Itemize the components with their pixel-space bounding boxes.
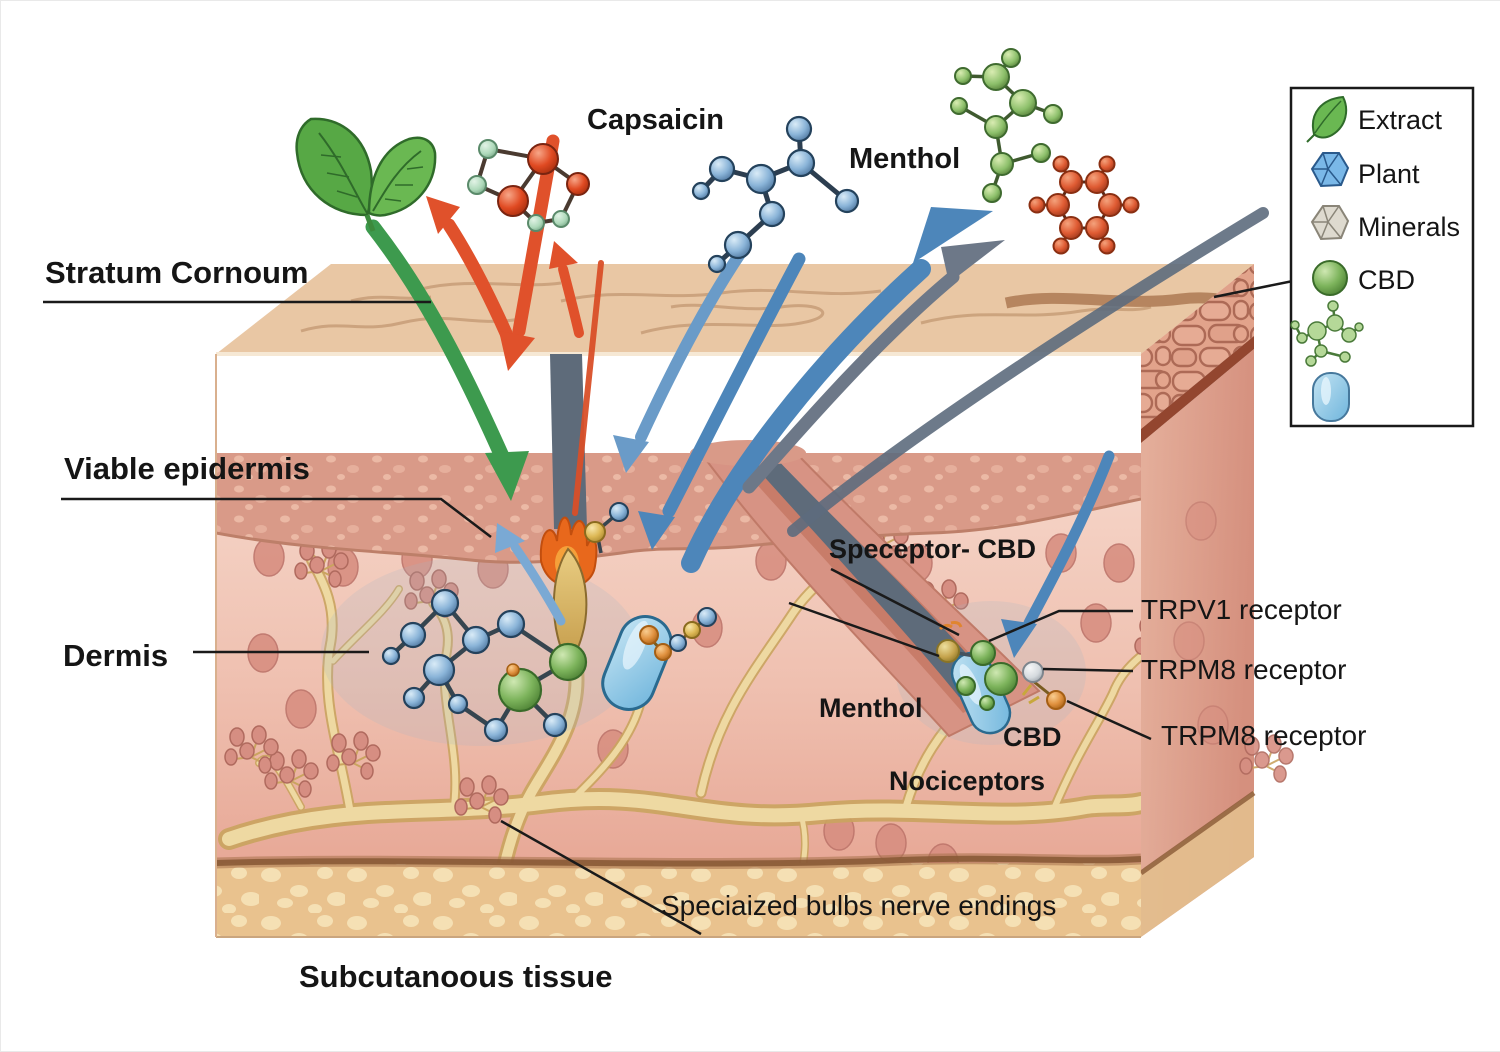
skin-block (215, 264, 1294, 938)
plant-crystal-icon (1310, 152, 1350, 188)
arrow-menthol-out (681, 207, 993, 573)
leader-trpv1 (988, 609, 1133, 643)
agonist-chain (639, 607, 717, 661)
cbd-molecule-icon (1290, 300, 1364, 367)
leader-speceptor-1 (830, 567, 960, 637)
green-molecule-top (950, 48, 1063, 203)
trpm8-sphere (1022, 661, 1044, 683)
arrow-dark-band (787, 207, 1269, 537)
legend-label-minerals: Minerals (1358, 212, 1460, 242)
label-nerve-endings: Speciaized bulbs nerve endings (661, 890, 1056, 921)
capsaicin-molecule (467, 139, 590, 232)
arrow-blue-dermis (495, 523, 566, 626)
olive-sphere (936, 639, 960, 663)
label-dermis: Dermis (63, 638, 168, 673)
leaf-icon (1306, 95, 1348, 143)
label-speceptor-cbd: Speceptor- CBD (829, 534, 1036, 564)
small-molecule-pair (584, 502, 629, 554)
label-trpv1-receptor: TRPV1 receptor (1141, 594, 1342, 625)
arrow-menthol-in-1 (613, 239, 752, 473)
receptor-cluster-right (936, 621, 1066, 735)
cbd-sphere-icon (1312, 260, 1348, 296)
legend-label-cbd: CBD (1358, 265, 1415, 295)
label-capsaicin: Capsaicin (587, 104, 724, 136)
skin-right-face (1139, 264, 1294, 937)
yellow-sticks (1021, 684, 1040, 705)
label-cbd-dermis: CBD (1003, 722, 1062, 752)
label-viable-epidermis: Viable epidermis (64, 451, 310, 486)
label-trpm8-receptor-upper: TRPM8 receptor (1141, 654, 1346, 685)
label-menthol-top: Menthol (849, 143, 960, 175)
orange-dashes (938, 621, 963, 631)
capsaicin-streak (572, 260, 604, 516)
mineral-crystal-icon (1310, 205, 1350, 241)
arrow-extract-in (365, 219, 529, 501)
leader-lines (43, 300, 1152, 936)
cbd-spheres-right (956, 640, 1018, 711)
receptor-capsule-icon (1312, 372, 1350, 422)
leader-nerve-endings (500, 819, 702, 936)
cbd-molecule-left-cluster (381, 502, 717, 743)
leader-speceptor-2 (788, 601, 940, 658)
label-stratum-corneum: Stratum Cornoum (45, 255, 309, 290)
label-subcutaneous: Subcutanoous tissue (299, 959, 612, 994)
leader-trpm8-upper (1042, 667, 1134, 673)
subcutaneous-layer (216, 853, 1141, 937)
leader-trpm8-lower (1066, 699, 1152, 741)
legend-label-plant: Plant (1358, 159, 1420, 189)
viable-epidermis-layer (216, 453, 1141, 564)
penetration-arrows (365, 134, 1269, 658)
menthol-molecule (691, 115, 860, 274)
label-nociceptors: Nociceptors (889, 766, 1045, 796)
red-molecule-top (1028, 155, 1140, 255)
arrow-blue-in-right (1001, 450, 1115, 658)
arrow-gray-out (742, 240, 1005, 494)
label-menthol-dermis: Menthol (819, 693, 922, 723)
leader-viable-epidermis (61, 497, 492, 538)
leaf-illustration (295, 117, 437, 232)
legend-leader-line (1213, 279, 1294, 299)
legend-label-extract: Extract (1358, 105, 1443, 135)
legend-box: Extract Plant Minerals CBD (1213, 86, 1475, 428)
arrow-capsaicin-out-2 (549, 241, 584, 338)
arrow-menthol-in-2 (638, 252, 806, 550)
label-trpm8-receptor-lower: TRPM8 receptor (1161, 720, 1366, 751)
orange-sphere (1046, 690, 1066, 710)
cbd-spheres (497, 642, 588, 713)
